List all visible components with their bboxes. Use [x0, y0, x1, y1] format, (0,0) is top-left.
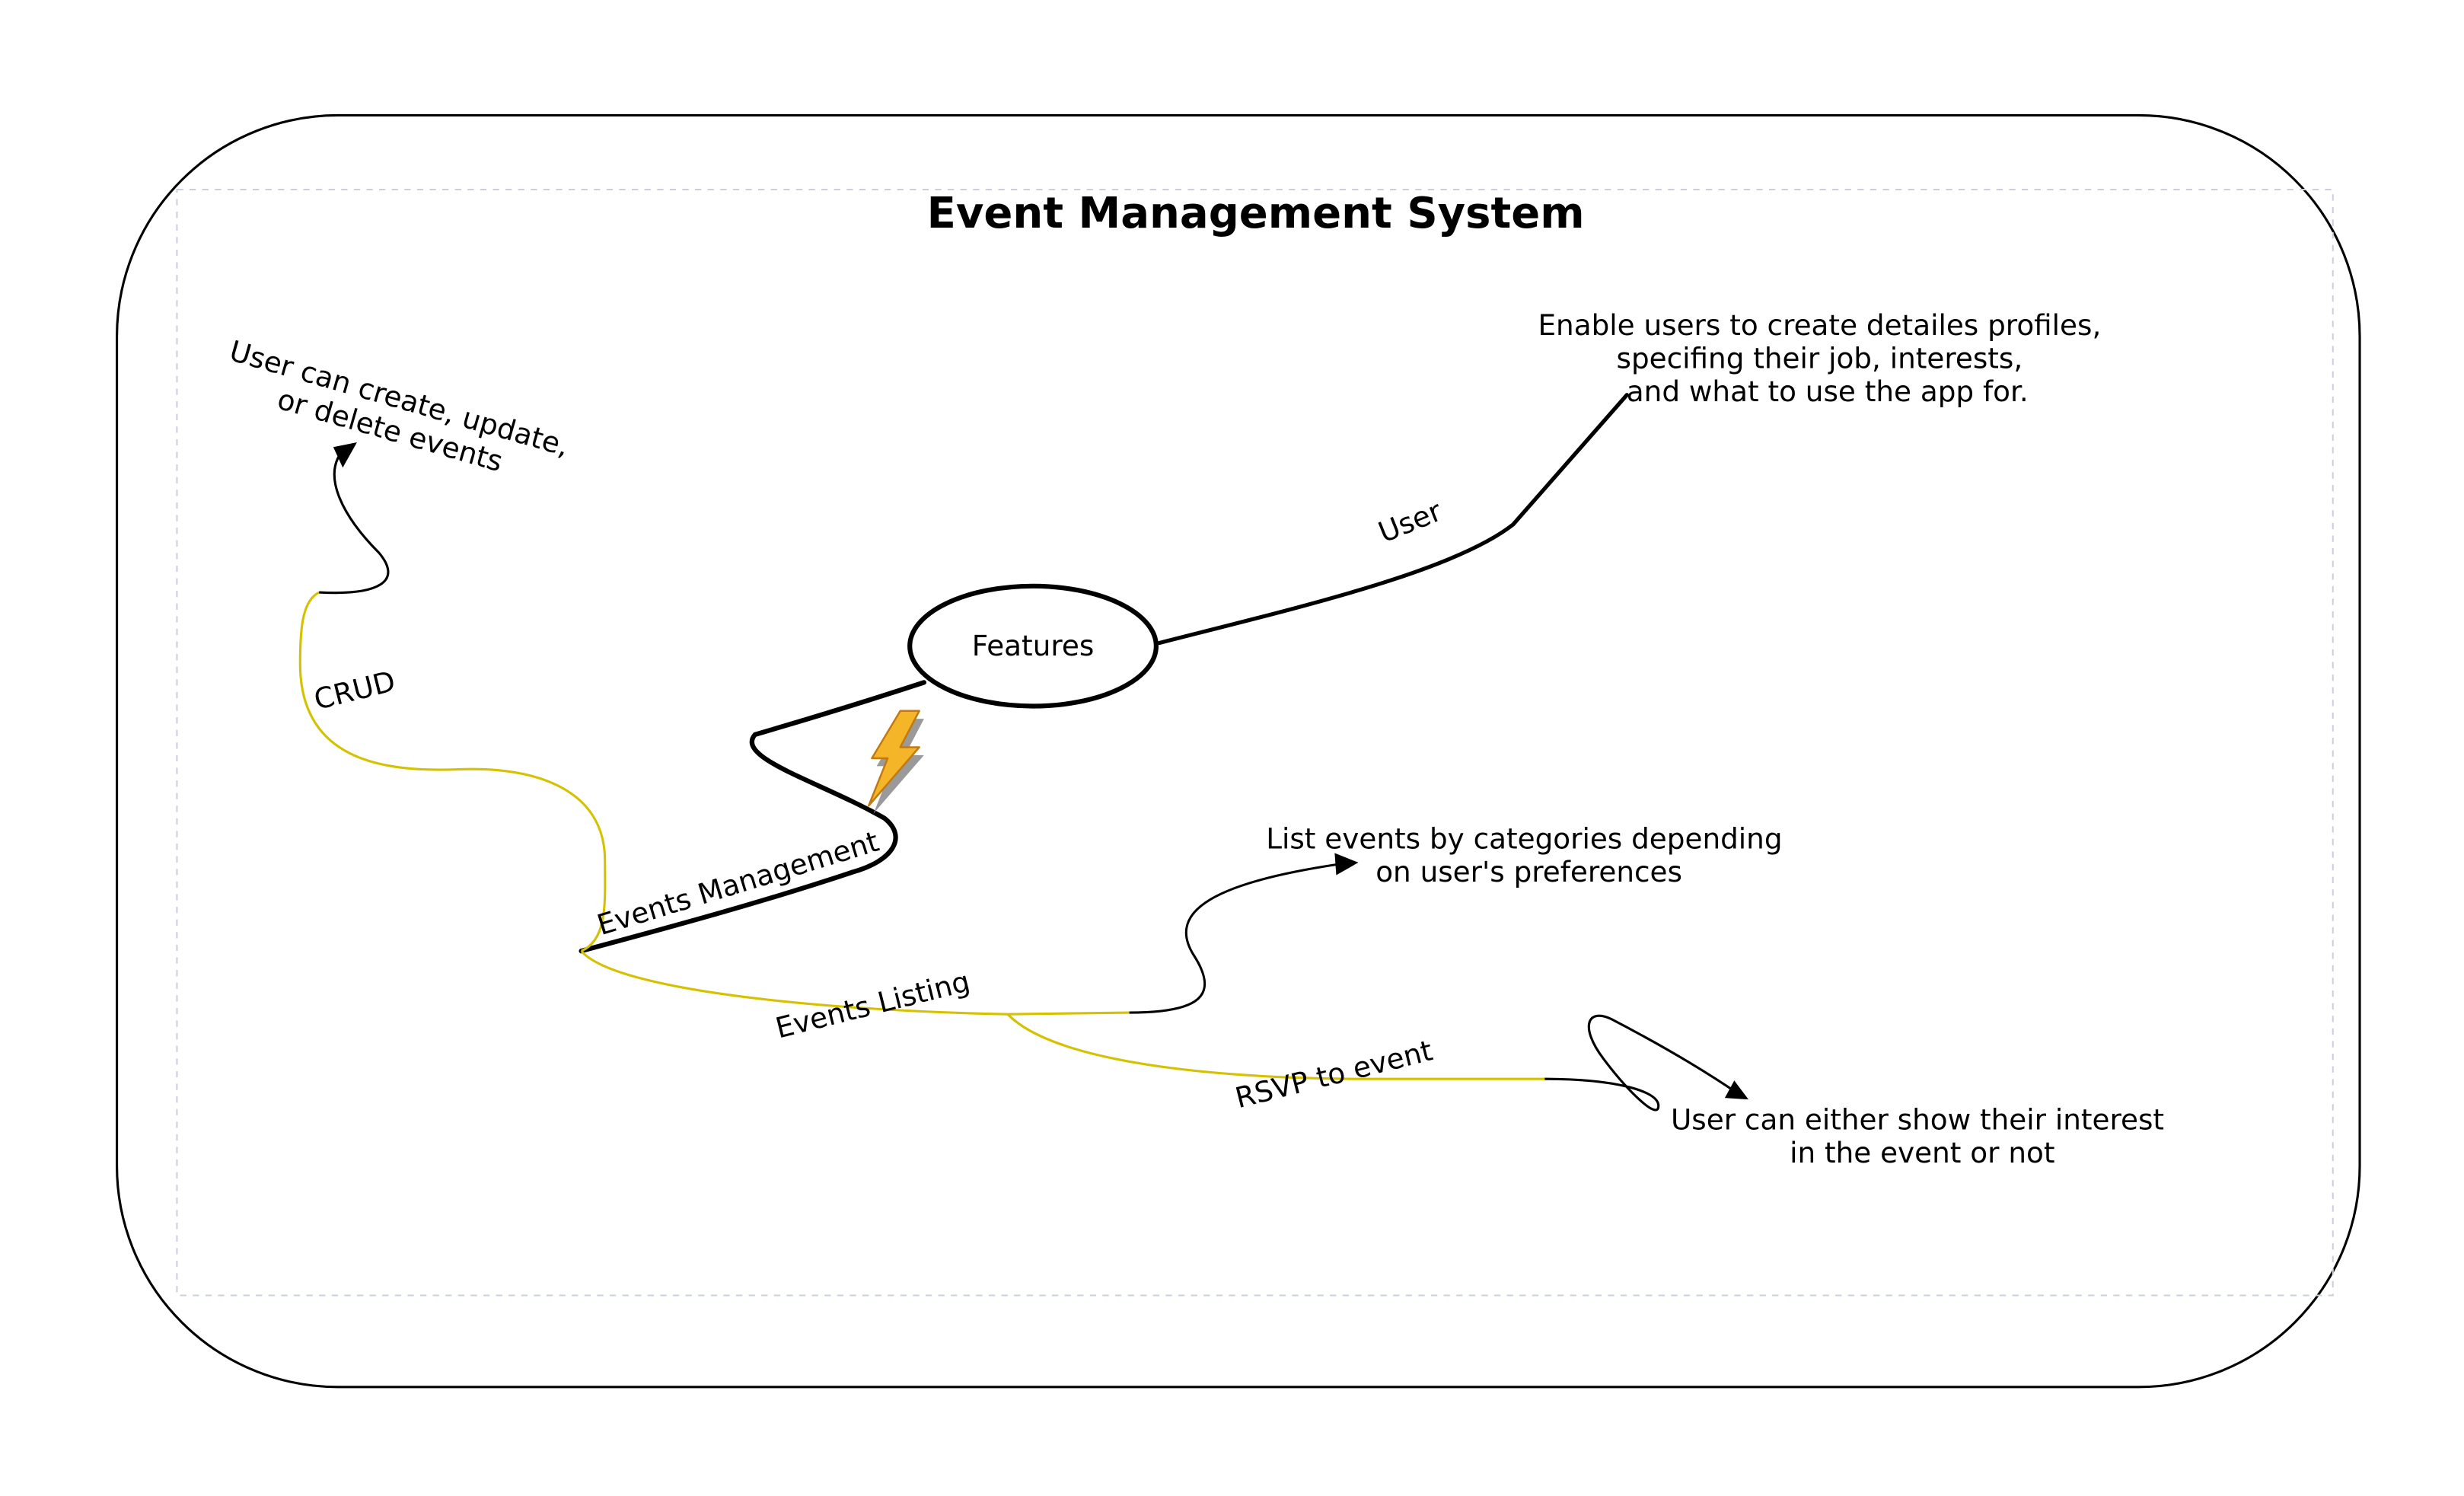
rsvp-connector — [1006, 1013, 1545, 1080]
rsvp-note-line: User can either show their interest — [1671, 1103, 2164, 1137]
crud-arrow — [319, 444, 390, 595]
rsvp-arrowhead — [1724, 1080, 1749, 1100]
user-note-line: specifing their job, interests, — [1617, 341, 2023, 375]
events-listing-note: List events by categories depending on u… — [1266, 821, 1782, 888]
lightning-icon — [868, 710, 924, 814]
events-management-connector — [579, 680, 926, 954]
events-management-label: Events Management — [593, 825, 882, 942]
outer-frame — [116, 113, 2361, 1389]
crud-connector — [298, 591, 607, 952]
rsvp-note-line: in the event or not — [1790, 1136, 2054, 1169]
diagram-title: Event Management System — [927, 189, 1585, 238]
user-note: Enable users to create detailes profiles… — [1538, 308, 2101, 408]
rsvp-note: User can either show their interest in t… — [1671, 1103, 2164, 1170]
crud-label: CRUD — [311, 664, 399, 716]
events-listing-note-line: List events by categories depending — [1266, 821, 1782, 855]
features-label: Features — [972, 629, 1095, 662]
events-listing-connector — [580, 950, 1130, 1016]
user-note-line: and what to use the app for. — [1627, 375, 2029, 408]
events-listing-arrow — [1129, 863, 1340, 1014]
crud-arrowhead — [333, 442, 357, 468]
rsvp-arrow — [1544, 1014, 1739, 1112]
inner-frame — [176, 188, 2334, 1297]
user-branch-label: User — [1374, 494, 1447, 550]
events-listing-note-line: on user's preferences — [1375, 855, 1682, 888]
user-note-line: Enable users to create detailes profiles… — [1538, 308, 2101, 342]
crud-note: User can create, update, or delete event… — [226, 333, 573, 478]
rsvp-label: RSVP to event — [1232, 1033, 1436, 1115]
user-connector — [1157, 393, 1629, 646]
features-node[interactable] — [907, 583, 1159, 709]
events-listing-label: Events Listing — [772, 965, 973, 1045]
events-listing-arrowhead — [1334, 853, 1359, 876]
